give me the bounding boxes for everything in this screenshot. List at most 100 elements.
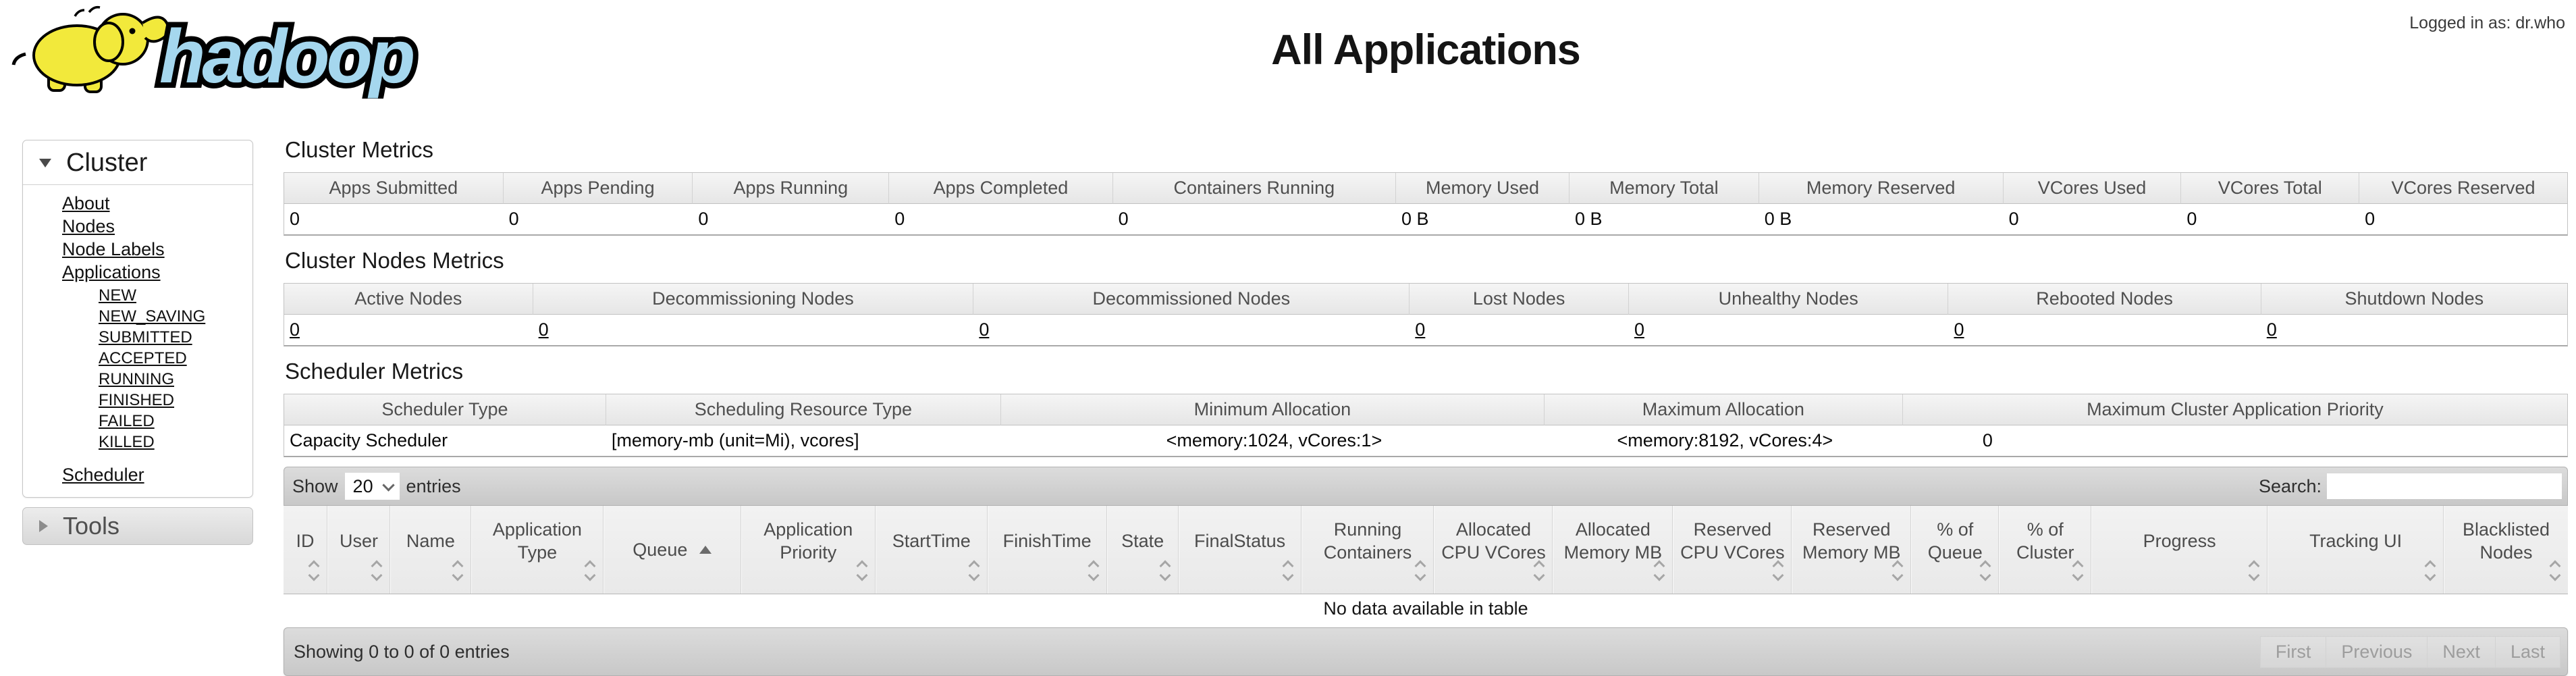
column-header-progress[interactable]: Progress xyxy=(2091,506,2268,594)
minimum-allocation-value: <memory:1024, vCores:1> xyxy=(1000,425,1545,456)
chevron-down-icon xyxy=(39,159,51,167)
page-size-select[interactable]: 20 xyxy=(344,473,400,500)
metric-value: 0 B xyxy=(1396,204,1570,234)
metric-value: 0 xyxy=(2359,204,2567,234)
column-header: VCores Reserved xyxy=(2359,173,2567,204)
sort-asc-icon xyxy=(699,546,712,554)
column-header-reserved-memory-mb[interactable]: Reserved Memory MB xyxy=(1792,506,1912,594)
rebooted-nodes-link[interactable]: 0 xyxy=(1954,319,1964,340)
search-input[interactable] xyxy=(2327,473,2562,499)
metric-value: 0 xyxy=(2181,204,2360,234)
metric-value: 0 xyxy=(2003,204,2182,234)
unhealthy-nodes-link[interactable]: 0 xyxy=(1634,319,1644,340)
column-header-percent-of-queue[interactable]: % of Queue xyxy=(1911,506,2000,594)
column-header-queue[interactable]: Queue xyxy=(603,506,741,594)
column-header-allocated-cpu-vcores[interactable]: Allocated CPU VCores xyxy=(1434,506,1553,594)
column-header: Memory Used xyxy=(1396,173,1570,204)
column-header: Rebooted Nodes xyxy=(1948,284,2261,315)
column-header: Containers Running xyxy=(1112,173,1396,204)
active-nodes-link[interactable]: 0 xyxy=(290,319,300,340)
metric-value: 0 xyxy=(1112,204,1396,234)
column-header-blacklisted-nodes[interactable]: Blacklisted Nodes xyxy=(2444,506,2568,594)
decommissioning-nodes-link[interactable]: 0 xyxy=(538,319,549,340)
sidebar-item-scheduler[interactable]: Scheduler xyxy=(62,465,144,485)
showing-entries-info: Showing 0 to 0 of 0 entries xyxy=(294,641,510,662)
sort-icon xyxy=(856,560,868,581)
last-page-button[interactable]: Last xyxy=(2494,635,2560,668)
decommissioned-nodes-link[interactable]: 0 xyxy=(979,319,990,340)
hadoop-logo: hadoop hadoop xyxy=(11,5,422,99)
sidebar-item-state-running[interactable]: RUNNING xyxy=(99,370,174,388)
sidebar-item-state-accepted[interactable]: ACCEPTED xyxy=(99,349,187,367)
page-title: All Applications xyxy=(1271,26,1581,74)
column-header-finishtime[interactable]: FinishTime xyxy=(987,506,1107,594)
next-page-button[interactable]: Next xyxy=(2427,635,2496,668)
metric-value: 0 xyxy=(503,204,693,234)
column-header-application-type[interactable]: Application Type xyxy=(471,506,603,594)
sidebar-item-about[interactable]: About xyxy=(62,193,110,213)
chevron-right-icon xyxy=(39,520,48,532)
sort-icon xyxy=(1088,560,1100,581)
column-header: Memory Reserved xyxy=(1759,173,2004,204)
column-header: Scheduler Type xyxy=(284,394,606,425)
table-toolbar: Show 20 entries Search: xyxy=(284,467,2568,506)
column-header-finalstatus[interactable]: FinalStatus xyxy=(1178,506,1302,594)
sidebar-item-state-failed[interactable]: FAILED xyxy=(99,412,155,430)
tools-nav-title: Tools xyxy=(63,512,120,540)
column-header-reserved-cpu-vcores[interactable]: Reserved CPU VCores xyxy=(1673,506,1792,594)
sidebar-item-nodes[interactable]: Nodes xyxy=(62,216,115,236)
column-header-tracking-ui[interactable]: Tracking UI xyxy=(2268,506,2444,594)
sort-icon xyxy=(1653,560,1665,581)
column-header-application-priority[interactable]: Application Priority xyxy=(741,506,876,594)
column-header-id[interactable]: ID xyxy=(284,506,327,594)
logo-text-outline: hadoop xyxy=(159,14,413,99)
sort-icon xyxy=(1533,560,1545,581)
sort-icon xyxy=(2424,560,2436,581)
column-header: Maximum Cluster Application Priority xyxy=(1902,394,2567,425)
sidebar-item-applications[interactable]: Applications xyxy=(62,262,161,282)
sort-icon xyxy=(2549,560,2561,581)
column-header: Scheduling Resource Type xyxy=(606,394,1001,425)
sidebar-item-node-labels[interactable]: Node Labels xyxy=(62,239,165,259)
sidebar-item-state-finished[interactable]: FINISHED xyxy=(99,391,175,409)
sort-icon xyxy=(1772,560,1784,581)
sort-icon xyxy=(308,560,320,581)
sort-icon xyxy=(1159,560,1171,581)
first-page-button[interactable]: First xyxy=(2259,635,2327,668)
sort-icon xyxy=(2072,560,2084,581)
cluster-nav-header[interactable]: Cluster xyxy=(23,140,252,185)
empty-table-message: No data available in table xyxy=(284,594,2568,627)
sidebar-item-state-new-saving[interactable]: NEW_SAVING xyxy=(99,307,206,326)
applications-table-header: ID User Name Application Type Queue Appl… xyxy=(284,506,2568,594)
column-header-allocated-memory-mb[interactable]: Allocated Memory MB xyxy=(1553,506,1673,594)
column-header-state[interactable]: State xyxy=(1106,506,1179,594)
column-header: Unhealthy Nodes xyxy=(1628,284,1949,315)
column-header-percent-of-cluster[interactable]: % of Cluster xyxy=(1999,506,2092,594)
sort-icon xyxy=(1979,560,1991,581)
column-header-name[interactable]: Name xyxy=(390,506,471,594)
cluster-nodes-metrics-heading: Cluster Nodes Metrics xyxy=(285,248,504,273)
column-header: Shutdown Nodes xyxy=(2261,284,2567,315)
sidebar-item-state-new[interactable]: NEW xyxy=(99,286,136,305)
column-header-user[interactable]: User xyxy=(327,506,390,594)
column-header: Minimum Allocation xyxy=(1000,394,1545,425)
sidebar-item-state-submitted[interactable]: SUBMITTED xyxy=(99,328,192,346)
scheduler-metrics-table: Scheduler Type Scheduling Resource Type … xyxy=(284,394,2568,457)
column-header: Apps Completed xyxy=(889,173,1113,204)
entries-label: entries xyxy=(406,475,461,496)
metric-value: 0 B xyxy=(1569,204,1759,234)
column-header: Decommissioned Nodes xyxy=(973,284,1410,315)
shutdown-nodes-link[interactable]: 0 xyxy=(2266,319,2277,340)
sort-icon xyxy=(1414,560,1426,581)
sidebar-item-state-killed[interactable]: KILLED xyxy=(99,433,155,451)
cluster-nav-box: Cluster About Nodes Node Labels Applicat… xyxy=(22,140,253,498)
column-header: VCores Total xyxy=(2181,173,2360,204)
column-header-running-containers[interactable]: Running Containers xyxy=(1301,506,1434,594)
lost-nodes-link[interactable]: 0 xyxy=(1415,319,1426,340)
metric-value: 0 xyxy=(889,204,1113,234)
column-header-starttime[interactable]: StartTime xyxy=(875,506,988,594)
previous-page-button[interactable]: Previous xyxy=(2326,635,2428,668)
sort-icon xyxy=(371,560,383,581)
sort-icon xyxy=(1891,560,1904,581)
tools-nav-header[interactable]: Tools xyxy=(22,507,253,545)
